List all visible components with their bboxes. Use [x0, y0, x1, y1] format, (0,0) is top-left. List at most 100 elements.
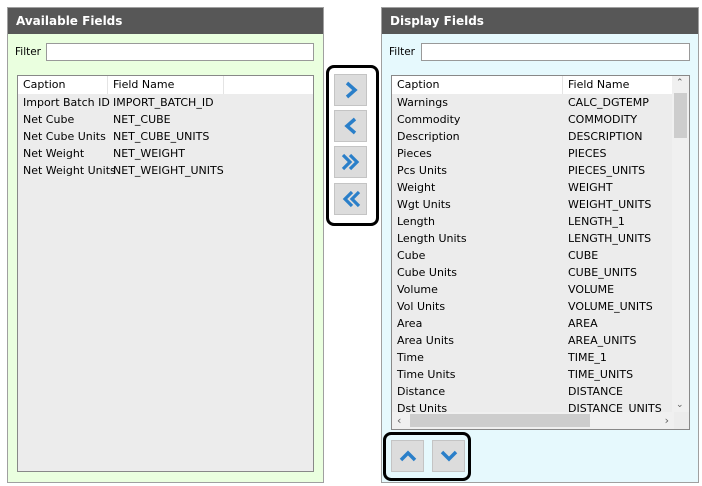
field-name-cell: CUBE	[568, 249, 599, 262]
move-left-button[interactable]	[334, 110, 367, 142]
table-row[interactable]: Distance DISTANCE	[392, 383, 689, 400]
available-filter-input[interactable]	[46, 43, 314, 61]
available-fields-title: Available Fields	[8, 8, 323, 34]
field-name-cell: NET_CUBE	[113, 113, 171, 126]
scroll-right-icon[interactable]: ›	[664, 414, 669, 427]
available-filter-label: Filter	[15, 46, 42, 58]
caption-cell: Net Weight	[23, 147, 85, 160]
chevron-up-icon	[399, 450, 416, 462]
field-name-cell: WEIGHT	[568, 181, 613, 194]
caption-cell: Dst Units	[397, 402, 448, 415]
field-name-cell: TIME_UNITS	[568, 368, 634, 381]
scroll-left-icon[interactable]: ‹	[397, 414, 402, 427]
vertical-scroll-thumb[interactable]	[674, 93, 687, 138]
caption-cell: Commodity	[397, 113, 461, 126]
table-row[interactable]: Time TIME_1	[392, 349, 689, 366]
move-all-left-button[interactable]	[334, 183, 367, 215]
vertical-scrollbar[interactable]: ⌃ ⌄	[672, 76, 689, 412]
table-row[interactable]: Dst Units DISTANCE_UNITS	[392, 400, 689, 417]
chevron-left-icon	[343, 117, 356, 135]
chevron-down-icon	[440, 450, 457, 462]
caption-cell: Net Cube	[23, 113, 75, 126]
table-row[interactable]: Weight WEIGHT	[392, 179, 689, 196]
column-header-caption[interactable]: Caption	[18, 76, 108, 94]
available-fields-panel: Available Fields Filter Caption Field Na…	[7, 7, 324, 483]
move-up-button[interactable]	[391, 440, 424, 472]
field-name-cell: PIECES	[568, 147, 607, 160]
grid-header: Caption Field Name	[392, 76, 672, 94]
field-name-cell: NET_CUBE_UNITS	[113, 130, 210, 143]
field-name-cell: AREA	[568, 317, 598, 330]
field-name-cell: AREA_UNITS	[568, 334, 637, 347]
table-row[interactable]: Volume VOLUME	[392, 281, 689, 298]
move-down-button[interactable]	[432, 440, 465, 472]
display-fields-grid[interactable]: Caption Field Name Dst Units DISTANCE_UNI…	[391, 75, 690, 430]
horizontal-scroll-thumb[interactable]	[410, 414, 590, 427]
caption-cell: Volume	[397, 283, 438, 296]
field-name-cell: CALC_DGTEMP	[568, 96, 649, 109]
field-name-cell: COMMODITY	[568, 113, 638, 126]
caption-cell: Wgt Units	[397, 198, 451, 211]
table-row[interactable]: Length Units LENGTH_UNITS	[392, 230, 689, 247]
table-row[interactable]: Area Units AREA_UNITS	[392, 332, 689, 349]
caption-cell: Area Units	[397, 334, 454, 347]
order-button-group	[383, 432, 471, 481]
column-header-field-name[interactable]: Field Name	[108, 76, 224, 94]
table-row[interactable]: Net Cube NET_CUBE	[18, 111, 313, 128]
move-all-right-button[interactable]	[334, 146, 367, 178]
field-name-cell: DISTANCE_UNITS	[568, 402, 662, 415]
table-row[interactable]: Length LENGTH_1	[392, 213, 689, 230]
caption-cell: Description	[397, 130, 460, 143]
display-fields-panel: Display Fields Filter Caption Field Name…	[381, 7, 699, 483]
table-row[interactable]: Commodity COMMODITY	[392, 111, 689, 128]
caption-cell: Distance	[397, 385, 446, 398]
caption-cell: Net Cube Units	[23, 130, 106, 143]
caption-cell: Weight	[397, 181, 436, 194]
horizontal-scrollbar[interactable]: ‹ ›	[392, 412, 674, 429]
field-name-cell: NET_WEIGHT_UNITS	[113, 164, 224, 177]
caption-cell: Vol Units	[397, 300, 446, 313]
column-header-field-name[interactable]: Field Name	[568, 78, 630, 91]
double-chevron-right-icon	[341, 153, 359, 171]
caption-cell: Time	[397, 351, 424, 364]
field-name-cell: LENGTH_1	[568, 215, 625, 228]
field-name-cell: DISTANCE	[568, 385, 623, 398]
display-fields-title: Display Fields	[382, 8, 698, 34]
display-filter-label: Filter	[389, 46, 416, 58]
caption-cell: Length Units	[397, 232, 467, 245]
caption-cell: Pcs Units	[397, 164, 448, 177]
field-name-cell: LENGTH_UNITS	[568, 232, 652, 245]
table-row[interactable]: Wgt Units WEIGHT_UNITS	[392, 196, 689, 213]
move-right-button[interactable]	[334, 74, 367, 106]
caption-cell: Cube Units	[397, 266, 458, 279]
table-row[interactable]: Pcs Units PIECES_UNITS	[392, 162, 689, 179]
table-row[interactable]: Time Units TIME_UNITS	[392, 366, 689, 383]
scroll-down-icon[interactable]: ⌄	[676, 400, 684, 410]
table-row[interactable]: Net Cube Units NET_CUBE_UNITS	[18, 128, 313, 145]
field-name-cell: TIME_1	[568, 351, 607, 364]
field-name-cell: PIECES_UNITS	[568, 164, 646, 177]
field-name-cell: WEIGHT_UNITS	[568, 198, 652, 211]
caption-cell: Time Units	[397, 368, 456, 381]
column-header-caption[interactable]: Caption	[392, 76, 563, 94]
table-row[interactable]: Net Weight NET_WEIGHT	[18, 145, 313, 162]
grid-header: Caption Field Name	[18, 76, 313, 94]
chevron-right-icon	[345, 81, 358, 99]
field-name-cell: VOLUME	[568, 283, 615, 296]
scroll-up-icon[interactable]: ⌃	[676, 78, 684, 88]
caption-cell: Import Batch ID	[23, 96, 110, 109]
caption-cell: Length	[397, 215, 435, 228]
display-filter-input[interactable]	[421, 43, 690, 61]
field-name-cell: IMPORT_BATCH_ID	[113, 96, 214, 109]
field-name-cell: NET_WEIGHT	[113, 147, 185, 160]
